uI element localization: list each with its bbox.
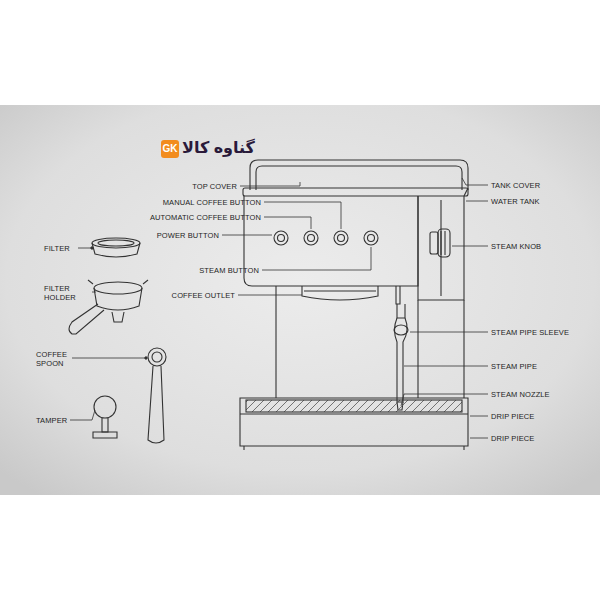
machine-body (240, 160, 468, 450)
part-label: FILTER HOLDER (44, 284, 84, 303)
leader-lines (70, 178, 488, 438)
part-label: WATER TANK (491, 197, 540, 206)
part-label: DRIP PIECE (491, 434, 534, 443)
part-label: STEAM NOZZLE (491, 390, 550, 399)
leader-dots (91, 247, 147, 359)
part-label: COFFEE OUTLET (172, 291, 235, 300)
part-label: STEAM PIPE (491, 362, 537, 371)
part-label: COFFEE SPOON (36, 350, 74, 369)
logo-mark: GK (162, 143, 177, 156)
part-label: TOP COVER (192, 182, 237, 191)
part-label: TAMPER (36, 416, 67, 425)
part-label: STEAM PIPE SLEEVE (491, 328, 569, 337)
part-label: POWER BUTTON (157, 231, 219, 240)
part-label: TANK COVER (491, 181, 540, 190)
watermark: گناوه کالا (182, 138, 255, 158)
photo-ground (0, 105, 600, 495)
part-label: DRIP PIECE (491, 412, 534, 421)
part-label: MANUAL COFFEE BUTTON (163, 198, 261, 207)
part-label: AUTOMATIC COFFEE BUTTON (150, 213, 261, 222)
logo-badge (161, 140, 179, 158)
part-label: STEAM BUTTON (199, 266, 259, 275)
accessories (69, 238, 166, 443)
part-label: FILTER (44, 244, 70, 253)
part-label: STEAM KNOB (491, 242, 541, 251)
